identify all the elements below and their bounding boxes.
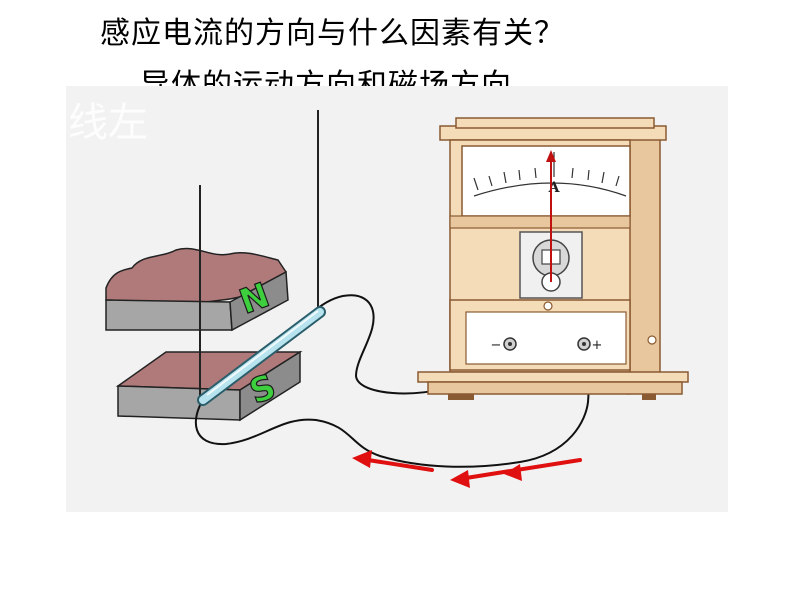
ammeter-unit-label: A (548, 180, 561, 196)
current-arrow-left (352, 450, 434, 472)
minus-terminal-label: − (491, 338, 502, 353)
current-arrow-right (450, 458, 582, 488)
watermark: 线左 (68, 100, 148, 146)
current-arrows (352, 450, 582, 488)
upper-magnet (105, 247, 289, 332)
question-text: 感应电流的方向与什么因素有关？ (100, 16, 565, 51)
positive-terminal (577, 337, 591, 351)
plus-terminal-label: + (592, 338, 603, 353)
negative-terminal (503, 337, 517, 351)
wire-to-positive (194, 347, 590, 468)
dial-scale-ticks (473, 152, 620, 191)
conductor-rod (197, 306, 326, 406)
ammeter: A (417, 117, 689, 400)
